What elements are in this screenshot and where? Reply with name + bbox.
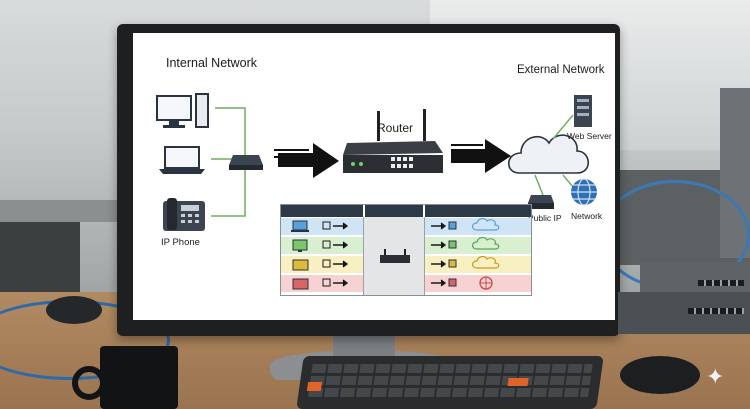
web-server-label: Web Server (567, 131, 612, 141)
cloud-icon (507, 134, 590, 174)
shelf (0, 200, 130, 222)
cloud-icon (471, 236, 500, 250)
router-icon (343, 109, 443, 173)
computer-mouse (46, 296, 102, 324)
laptop-icon (291, 220, 309, 232)
key-row (309, 376, 591, 385)
coffee-mug (100, 346, 178, 409)
switch-icon (229, 155, 263, 170)
router-icon (380, 249, 410, 263)
network-diagram (156, 93, 597, 231)
router-column (363, 217, 425, 295)
network-label: Network (571, 211, 603, 221)
internal-network-title: Internal Network (166, 56, 258, 70)
arrow-right-icon (451, 139, 511, 173)
table-header (425, 205, 531, 217)
phone-icon (292, 259, 309, 271)
sparkle-icon: ✦ (706, 364, 725, 389)
switch-ports (698, 280, 744, 286)
key-row (307, 388, 590, 397)
globe-icon (479, 276, 493, 290)
switch-icon (528, 195, 554, 209)
escape-key (306, 382, 323, 391)
routing-table (280, 204, 532, 296)
cloud-icon (471, 255, 500, 269)
server-icon (574, 95, 592, 127)
globe-icon (571, 178, 597, 206)
laptop-icon (159, 146, 205, 174)
accent-key (507, 378, 529, 386)
external-network-title: External Network (517, 64, 605, 76)
table-icons (291, 217, 500, 290)
router-label: Router (377, 121, 414, 135)
key-row (311, 364, 593, 373)
computer-mouse (620, 356, 700, 394)
network-switch (618, 292, 750, 334)
cloud-icon (471, 217, 500, 231)
arrow-right-icon (274, 143, 339, 178)
ip-phone-label: IP Phone (161, 237, 200, 248)
desktop-icon (156, 93, 209, 128)
table-header (281, 205, 363, 217)
table-header (365, 205, 423, 217)
switch-ports (688, 308, 744, 314)
desktop-icon (292, 239, 308, 252)
phone-icon (292, 278, 309, 290)
monitor-screen: Internal Network External Network Router… (133, 33, 615, 320)
public-ip-label: Public IP (528, 213, 562, 223)
keyboard (296, 356, 604, 409)
phone-icon (163, 198, 205, 231)
